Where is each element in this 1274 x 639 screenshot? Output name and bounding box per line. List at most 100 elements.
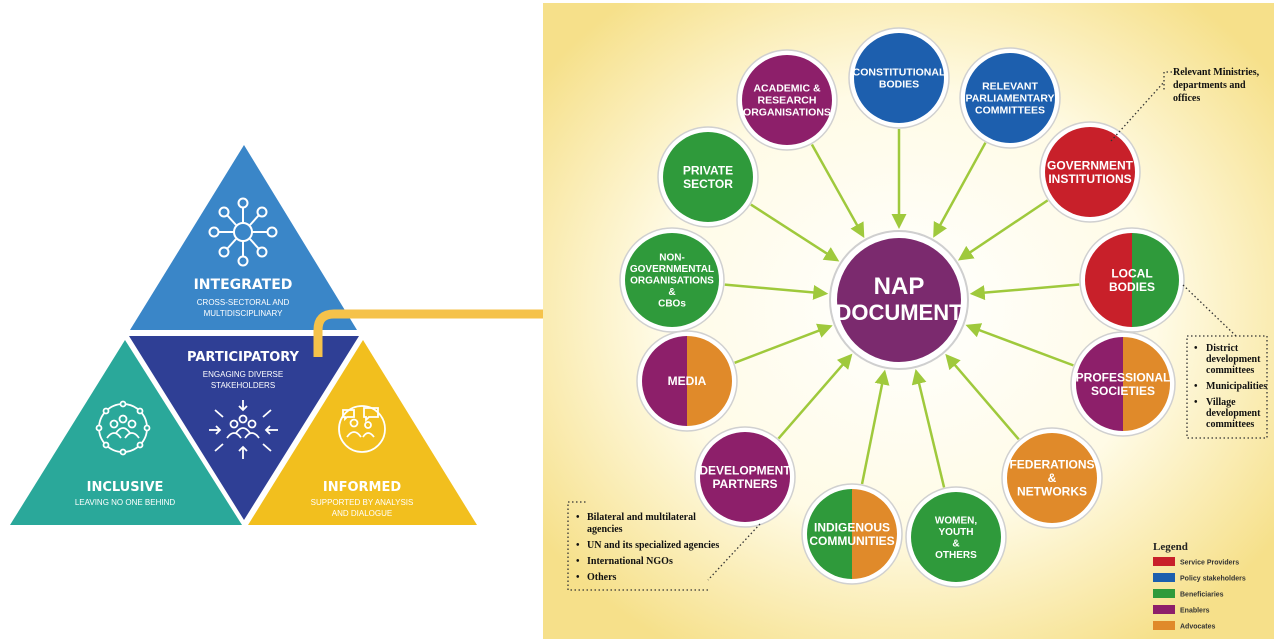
integrated-triangle [130,145,357,330]
node-fill [625,233,719,327]
node-label-constitutional-0: CONSTITUTIONAL [853,67,946,79]
local-bullet-1: • [1194,343,1198,354]
node-label-federations-1: & [1048,471,1057,485]
node-label-professional-0: PROFESSIONAL [1076,370,1171,384]
partners-note-line-4: International NGOs [587,556,673,567]
legend-label: Service Providers [1180,560,1239,567]
node-label-ngo-1: GOVERNMENTAL [630,264,714,275]
informed-subtitle-2: AND DIALOGUE [332,509,392,518]
informed-subtitle-1: SUPPORTED BY ANALYSIS [311,498,414,507]
local-note-line-6: development [1206,408,1261,419]
ministries-note-line-3: offices [1173,93,1200,104]
participatory-subtitle-1: ENGAGING DIVERSE [203,370,283,379]
connector-arrow [313,309,562,357]
center-line-1: NAP [874,273,925,300]
local-note-line-1: District [1206,343,1239,354]
local-note-line-4: Municipalities [1206,381,1267,392]
inclusive-triangle [10,340,242,525]
legend-title: Legend [1153,541,1188,553]
node-label-ngo-3: & [668,287,675,298]
node-fill-right [687,336,732,426]
node-fill [700,432,790,522]
node-label-ngo-0: NON- [659,253,685,264]
node-label-academic-1: RESEARCH [758,95,817,107]
spoke-academic [810,143,865,239]
spokes [724,129,1080,488]
local-bodies-note: • District development committees • Muni… [1182,284,1268,439]
node-fill [1045,127,1135,217]
legend-label: Policy stakeholders [1180,576,1246,583]
spoke-development [777,353,853,440]
node-fill-left [807,489,852,579]
node-fill [965,53,1055,143]
node-label-professional-1: SOCIETIES [1091,384,1155,398]
inclusive-title: INCLUSIVE [87,480,164,495]
partners-note: • Bilateral and multilateral agencies • … [567,501,761,591]
partners-bullet-4: • [576,572,580,583]
participatory-title: PARTICIPATORY [187,350,300,365]
legend-swatch [1153,573,1175,582]
node-fill-left [1076,337,1123,431]
node-label-development-0: DEVELOPMENT [699,463,791,477]
node-label-women-0: WOMEN, [935,515,977,526]
local-note-line-2: development [1206,354,1261,365]
node-women: WOMEN,YOUTH&OTHERS [905,486,1007,588]
ministries-note-line-2: departments and [1173,80,1246,91]
pyramid: INTEGRATED CROSS-SECTORAL AND MULTIDISCI… [10,145,581,525]
spoke-parliamentary [933,142,987,238]
legend-label: Advocates [1180,624,1216,631]
ministries-note: Relevant Ministries, departments and off… [1110,67,1260,142]
integrated-subtitle-1: CROSS-SECTORAL AND [197,298,290,307]
spoke-federations [945,353,1020,441]
local-note-line-3: committees [1206,365,1254,376]
partners-note-line-5: Others [587,572,617,583]
node-fill [911,492,1001,582]
node-media: MEDIA [636,330,738,432]
node-label-ngo-4: CBOs [658,299,686,310]
ministries-note-line-1: Relevant Ministries, [1173,67,1260,78]
node-label-federations-2: NETWORKS [1017,485,1087,499]
node-label-academic-0: ACADEMIC & [753,83,820,95]
spoke-professional [965,323,1074,367]
node-label-local-1: BODIES [1109,280,1155,294]
network-icon [208,197,278,267]
informed-triangle [248,340,477,525]
partners-note-line-1: Bilateral and multilateral [587,512,696,523]
legend-swatch [1153,589,1175,598]
spoke-ngo [724,283,829,300]
node-label-media-0: MEDIA [668,374,707,388]
partners-note-line-2: agencies [587,524,623,535]
node-label-indigenous-1: COMMUNITIES [809,534,894,548]
node-fill-right [852,489,897,579]
legend-swatch [1153,557,1175,566]
node-fill-right [1132,233,1179,327]
node-label-women-1: YOUTH [939,527,974,538]
partners-note-line-3: UN and its specialized agencies [587,540,719,551]
node-label-government-0: GOVERNMENT [1047,158,1134,172]
node-federations: FEDERATIONS&NETWORKS [1001,427,1103,529]
legend-swatch [1153,605,1175,614]
inclusive-circle-icon [95,400,151,456]
spoke-media [734,323,833,364]
node-label-private-0: PRIVATE [683,163,733,177]
node-label-government-1: INSTITUTIONS [1048,172,1131,186]
spoke-indigenous [860,369,890,485]
partners-bullet-3: • [576,556,580,567]
integrated-subtitle-2: MULTIDISCIPLINARY [204,309,283,318]
node-fill-left [642,336,687,426]
node-label-federations-0: FEDERATIONS [1009,458,1094,472]
spoke-private [750,203,840,262]
partners-bullet-2: • [576,540,580,551]
inclusive-subtitle: LEAVING NO ONE BEHIND [75,498,176,507]
